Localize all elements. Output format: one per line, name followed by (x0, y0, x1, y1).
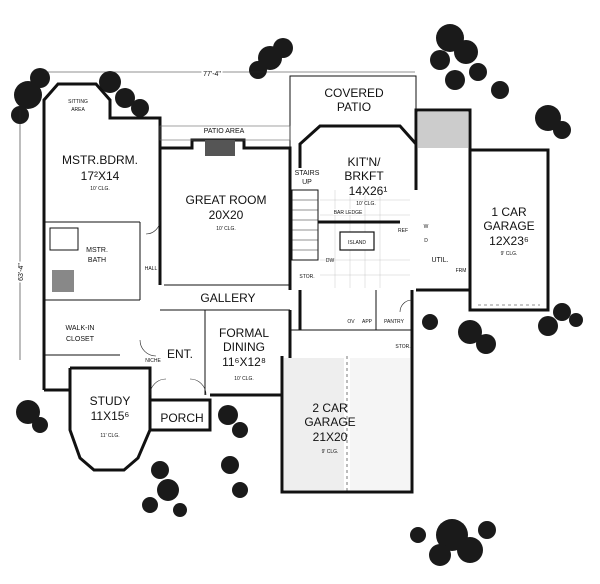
island-label: ISLAND (348, 240, 366, 246)
entry-title: ENT. (167, 347, 193, 361)
one-car-garage-ceiling: 9' CLG. (501, 251, 518, 257)
formal-dining-title: FORMAL (219, 326, 269, 340)
dryer-label: D (424, 238, 428, 244)
kitchen-ceiling: 10' CLG. (356, 201, 376, 207)
labels: 77'-4" 63'-4" SITTING AREA MSTR.BDRM. 17… (16, 69, 535, 455)
study-bay-walls (68, 366, 152, 472)
great-room-title: GREAT ROOM (186, 193, 267, 207)
shrub-cluster-right (422, 303, 583, 354)
formal-dining-dims: 11⁶X12⁸ (222, 355, 266, 369)
study-ceiling: 11' CLG. (100, 433, 119, 439)
bar-ledge-label: BAR LEDGE (334, 210, 363, 216)
shrub-cluster-top-right (430, 24, 571, 139)
shrub-cluster-top-center (249, 38, 293, 79)
overall-depth-label: 63'-4" (18, 263, 25, 281)
one-car-garage-dims: 12X23⁶ (489, 234, 529, 248)
shrub-cluster-top-left (11, 68, 149, 124)
fixtures (49, 112, 468, 490)
stairs-storage-label: STOR. (299, 274, 314, 280)
dimension-lines (19, 71, 415, 360)
landscaping (11, 24, 583, 566)
master-bedroom-ceiling: 10' CLG. (90, 186, 110, 192)
two-car-garage-ceiling: 9' CLG. (322, 449, 339, 455)
patio-area-label: PATIO AREA (204, 128, 245, 135)
staircase (291, 189, 319, 261)
master-wing-walls (42, 82, 162, 188)
appliance-label: APP (362, 319, 373, 325)
refrigerator-label: REF (398, 228, 408, 234)
covered-patio-title: COVERED (324, 86, 384, 100)
master-bath-label-2: BATH (88, 257, 106, 264)
pantry-label: PANTRY (384, 319, 404, 325)
niche-label: NICHE (145, 358, 161, 364)
covered-patio-title-2: PATIO (337, 100, 371, 114)
sitting-area-label: SITTING (68, 99, 88, 105)
stairs-label-2: UP (302, 179, 312, 186)
walk-in-closet-label: WALK-IN (66, 325, 95, 332)
two-car-garage-title: 2 CAR (312, 401, 348, 415)
overall-width-label: 77'-4" (203, 71, 221, 78)
walls (42, 75, 550, 494)
one-car-garage-title: 1 CAR (491, 205, 527, 219)
oven-label: OV (347, 319, 355, 325)
dishwasher-label: DW (326, 258, 335, 264)
hall-label: HALL (145, 266, 158, 272)
washer-label: W (424, 224, 429, 230)
garage-storage-label: STOR. (395, 344, 410, 350)
shrub-cluster-bottom-right (410, 519, 496, 566)
freezer-label: FRM (456, 268, 467, 274)
formal-dining-ceiling: 10' CLG. (234, 376, 254, 382)
kitchen-title-2: BRKFT (344, 169, 384, 183)
great-room-ceiling: 10' CLG. (216, 226, 236, 232)
porch-title: PORCH (160, 411, 203, 425)
sitting-area-label-2: AREA (71, 107, 85, 113)
two-car-garage-dims: 21X20 (313, 430, 348, 444)
two-car-garage-walls (280, 356, 414, 494)
one-car-garage-title-2: GARAGE (483, 219, 534, 233)
bathtub (49, 227, 79, 251)
master-bath-label: MSTR. (86, 247, 108, 254)
walk-in-closet-label-2: CLOSET (66, 336, 95, 343)
kitchen-island (339, 231, 375, 251)
study-title: STUDY (90, 394, 131, 408)
master-bedroom-dims: 17²X14 (81, 169, 120, 183)
fireplace (205, 140, 235, 156)
utility-label: UTIL. (431, 257, 448, 264)
covered-patio-outline (289, 75, 417, 168)
formal-dining-title-2: DINING (223, 340, 265, 354)
kitchen-title: KIT'N/ (348, 155, 382, 169)
two-car-garage-title-2: GARAGE (304, 415, 355, 429)
stairs-label: STAIRS (295, 170, 320, 177)
great-room-dims: 20X20 (209, 208, 244, 222)
gallery-title: GALLERY (200, 291, 255, 305)
study-dims: 11X15⁶ (91, 409, 130, 423)
shrub-cluster-bottom-left (16, 400, 248, 517)
master-bedroom-title: MSTR.BDRM. (62, 153, 138, 167)
kitchen-dims: 14X26¹ (349, 184, 388, 198)
